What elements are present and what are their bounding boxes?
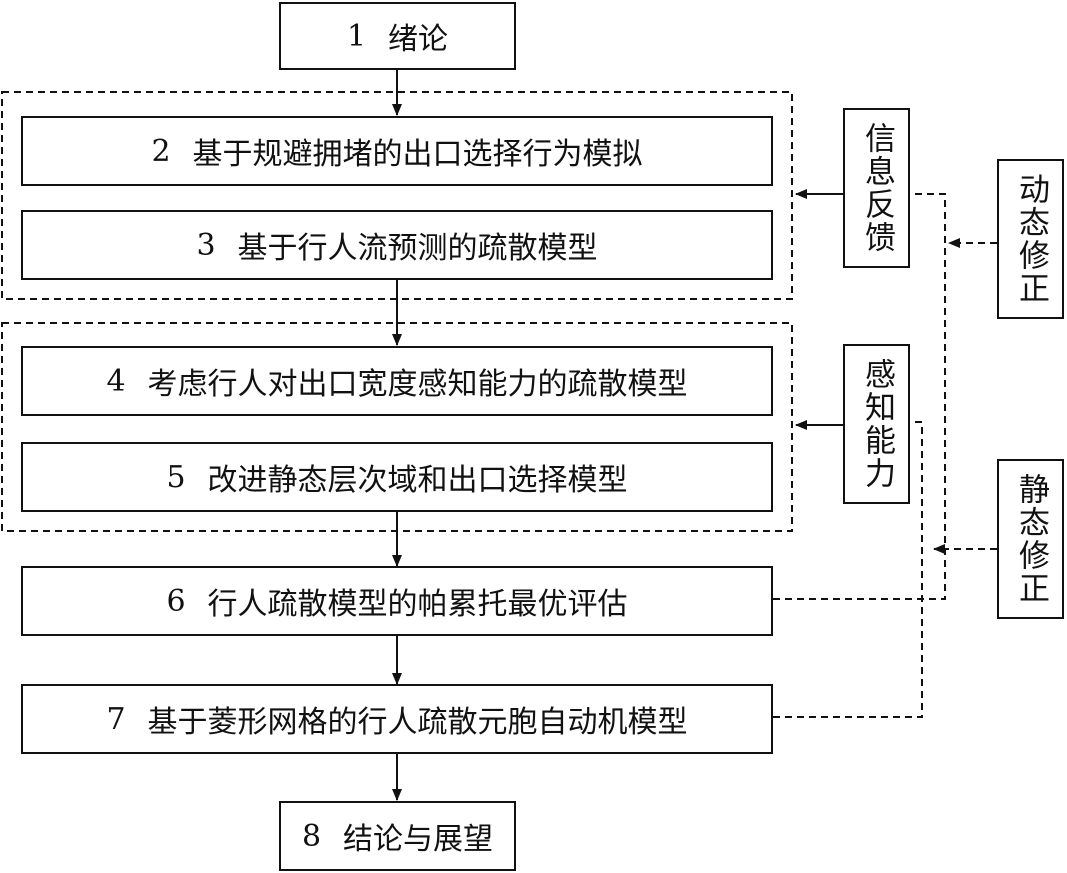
chapter-5-box: 5 改进静态层次域和出口选择模型 (21, 442, 773, 512)
static-correction-box: 静态修正 (997, 459, 1064, 619)
chapter-4-box: 4 考虑行人对出口宽度感知能力的疏散模型 (21, 346, 773, 416)
chapter-number: 5 (166, 459, 186, 495)
chapter-title: 改进静态层次域和出口选择模型 (207, 463, 628, 498)
dashed-link-7-perception (773, 421, 923, 718)
chapter-number: 7 (106, 701, 126, 737)
chapter-number: 2 (151, 133, 171, 169)
dynamic-correction-box: 动态修正 (997, 159, 1064, 319)
chapter-3-box: 3 基于行人流预测的疏散模型 (21, 210, 773, 280)
chapter-number: 8 (301, 818, 322, 854)
chapter-7-box: 7 基于菱形网格的行人疏散元胞自动机模型 (21, 684, 773, 754)
chapter-title: 考虑行人对出口宽度感知能力的疏散模型 (147, 367, 688, 402)
chapter-title: 行人疏散模型的帕累托最优评估 (207, 587, 628, 622)
chapter-title: 结论与展望 (343, 822, 494, 857)
chapter-8-box: 8 结论与展望 (279, 801, 516, 871)
chapter-title: 基于菱形网格的行人疏散元胞自动机模型 (147, 705, 688, 740)
chapter-title: 基于规避拥堵的出口选择行为模拟 (192, 137, 643, 172)
chapter-number: 3 (196, 227, 216, 263)
dashed-link-6-feedback (773, 193, 946, 600)
chapter-title: 基于行人流预测的疏散模型 (237, 231, 598, 266)
info-feedback-box: 信息反馈 (843, 108, 910, 268)
chapter-title: 绪论 (388, 22, 449, 57)
chapter-number: 4 (106, 363, 126, 399)
chapter-6-box: 6 行人疏散模型的帕累托最优评估 (21, 566, 773, 636)
chapter-1-box: 1 绪论 (279, 2, 516, 70)
perception-box: 感知能力 (843, 344, 910, 504)
chapter-number: 1 (346, 18, 367, 54)
chapter-number: 6 (166, 583, 186, 619)
chapter-2-box: 2 基于规避拥堵的出口选择行为模拟 (21, 116, 773, 186)
